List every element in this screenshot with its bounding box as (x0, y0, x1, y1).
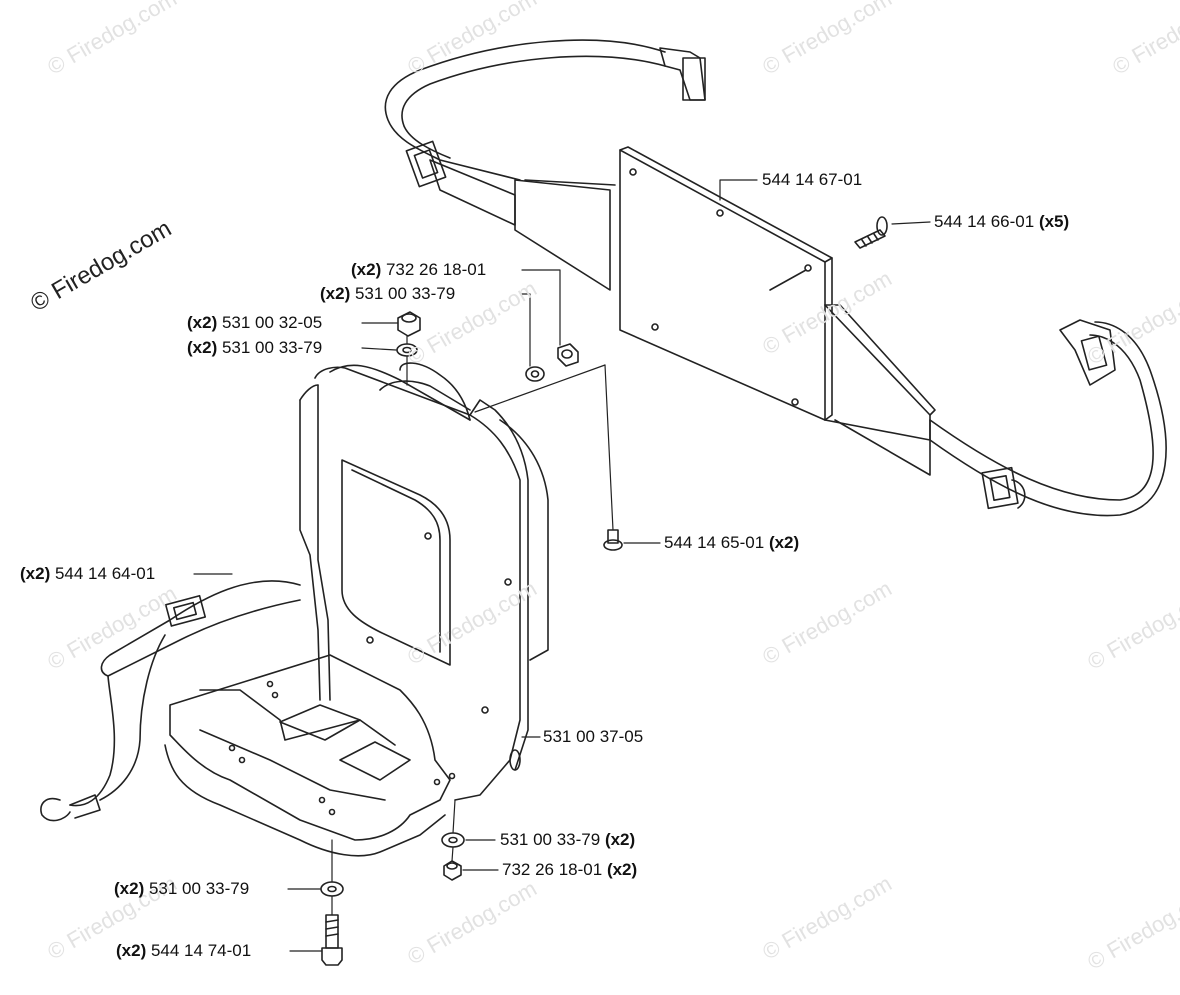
label-531-00-33-79-bottom: (x2) 531 00 33-79 (114, 879, 249, 899)
quantity: (x2) (604, 830, 636, 849)
back-plate (514, 146, 936, 476)
label-531-00-33-79-mid: (x2) 531 00 33-79 (187, 338, 322, 358)
quantity: (x2) (351, 260, 382, 279)
part-number: 544 14 66-01 (934, 212, 1035, 231)
label-544-14-65-01: 544 14 65-01 (x2) (664, 533, 799, 553)
leader-lines (193, 179, 931, 952)
label-544-14-74-01: (x2) 544 14 74-01 (116, 941, 251, 961)
nut-531-00-32-05 (397, 311, 421, 337)
part-number: 531 00 33-79 (500, 830, 601, 849)
quantity: (x2) (20, 564, 51, 583)
label-531-00-37-05: 531 00 37-05 (543, 727, 643, 747)
quantity: (x2) (116, 941, 147, 960)
washer-bottom (320, 881, 344, 897)
part-number: 544 14 67-01 (762, 170, 863, 189)
label-544-14-67-01: 544 14 67-01 (762, 170, 862, 190)
part-number: 531 00 33-79 (221, 338, 323, 357)
bolt-544-14-74-01 (321, 914, 343, 966)
nut-lower (443, 860, 462, 881)
part-number: 544 14 65-01 (664, 533, 765, 552)
quantity: (x2) (320, 284, 351, 303)
part-number: 531 00 32-05 (221, 313, 323, 332)
shoulder-strap (40, 580, 301, 822)
quantity: (x2) (768, 533, 800, 552)
part-number: 544 14 64-01 (54, 564, 156, 583)
bolt-544-14-65-01 (603, 529, 623, 551)
part-number: 544 14 74-01 (150, 941, 252, 960)
label-531-00-32-05: (x2) 531 00 32-05 (187, 313, 322, 333)
label-531-00-33-79-low: 531 00 33-79 (x2) (500, 830, 635, 850)
assembly-lines (331, 335, 614, 916)
screw-544-14-66-01 (854, 216, 888, 249)
quantity: (x2) (606, 860, 638, 879)
quantity: (x5) (1038, 212, 1070, 231)
part-number: 531 00 33-79 (148, 879, 250, 898)
backpack-frame (164, 362, 549, 857)
washer-lower (441, 832, 465, 848)
part-number: 531 00 33-79 (354, 284, 456, 303)
quantity: (x2) (187, 313, 218, 332)
label-732-26-18-01-low: 732 26 18-01 (x2) (502, 860, 637, 880)
hip-belt-strap (384, 39, 1167, 517)
quantity: (x2) (187, 338, 218, 357)
nut-upper-right (557, 343, 579, 367)
washer-upper-right (525, 366, 545, 382)
label-732-26-18-01-top: (x2) 732 26 18-01 (351, 260, 486, 280)
label-531-00-33-79-top: (x2) 531 00 33-79 (320, 284, 455, 304)
label-544-14-66-01: 544 14 66-01 (x5) (934, 212, 1069, 232)
label-544-14-64-01: (x2) 544 14 64-01 (20, 564, 155, 584)
part-number: 732 26 18-01 (385, 260, 487, 279)
part-number: 531 00 37-05 (543, 727, 644, 746)
quantity: (x2) (114, 879, 145, 898)
part-number: 732 26 18-01 (502, 860, 603, 879)
